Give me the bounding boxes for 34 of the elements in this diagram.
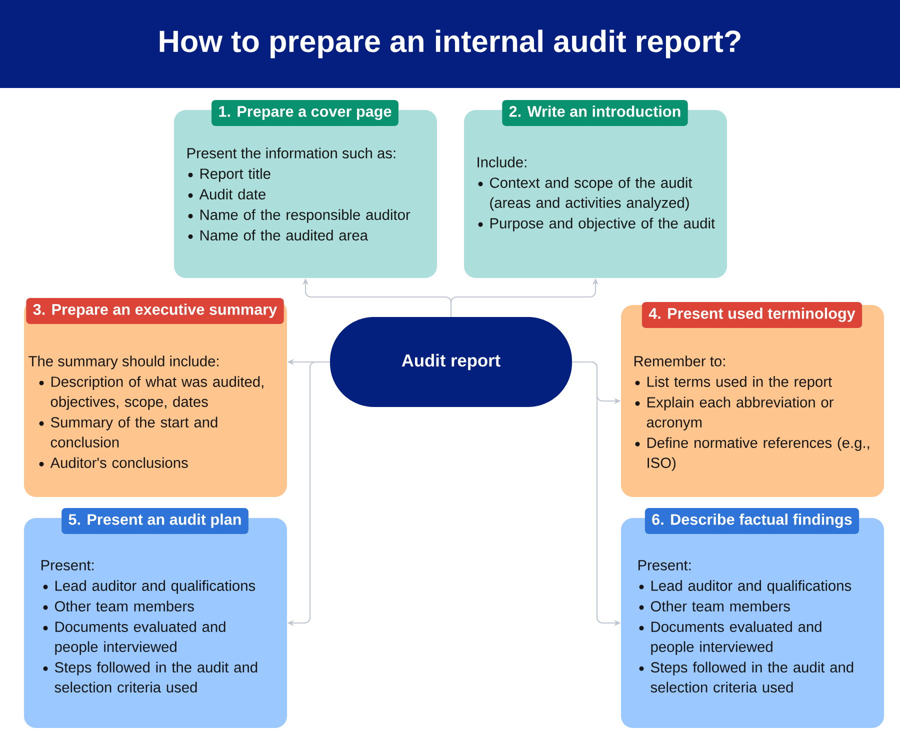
list-item: List terms used in the report [647,376,832,390]
list-item: Name of the audited area [200,230,368,241]
list-item: Explain each abbreviation or acronym [646,396,834,430]
list-item: Name of the responsible auditor [200,209,410,223]
list-item: Lead auditor and qualifications [55,580,256,594]
list-item: Purpose and objective of the audit [490,218,715,232]
intro-text: Remember to: [634,356,725,366]
list-item: Documents evaluated and people interviewed [55,621,226,655]
list-item: Other team members [650,600,790,612]
intro-text: Present: [638,560,691,570]
list-item: Documents evaluated and people interviewed [651,621,822,655]
list-item: Auditor's conclusions [50,457,188,468]
list-item: Lead auditor and qualifications [651,580,852,594]
intro-text: Present the information such as: [187,148,396,158]
heading-tag: 4. Present used terminology [642,302,862,328]
heading-tag: 6. Describe factual findings [644,508,860,534]
list-item: Steps followed in the audit and selection criteria used [650,662,854,693]
list-item: Description of what was audited, objectives, scope, dates [50,376,264,410]
list-item: Report title [200,168,270,182]
intro-text: Present: [41,560,94,570]
intro-text: The summary should include: [28,356,218,370]
list-item: Context and scope of the audit (areas and activities analyzed) [490,177,692,211]
heading-tag: 1. Prepare a cover page [212,100,398,126]
list-item: Define normative references (e.g., ISO) [647,437,870,471]
title-banner: How to prepare an internal audit report? [0,0,900,88]
list-item: Other team members [54,600,194,612]
rounded-node: Audit report [330,317,572,407]
heading-tag: 2. Write an introduction [502,100,688,126]
heading-tag: 5. Present an audit plan [62,508,248,534]
intro-text: Include: [478,156,526,168]
list-item: Audit date [199,188,266,200]
list-item: Summary of the start and conclusion [50,416,218,448]
heading-tag: 3. Prepare an executive summary [26,298,284,324]
list-item: Steps followed in the audit and selection criteria used [54,662,258,693]
